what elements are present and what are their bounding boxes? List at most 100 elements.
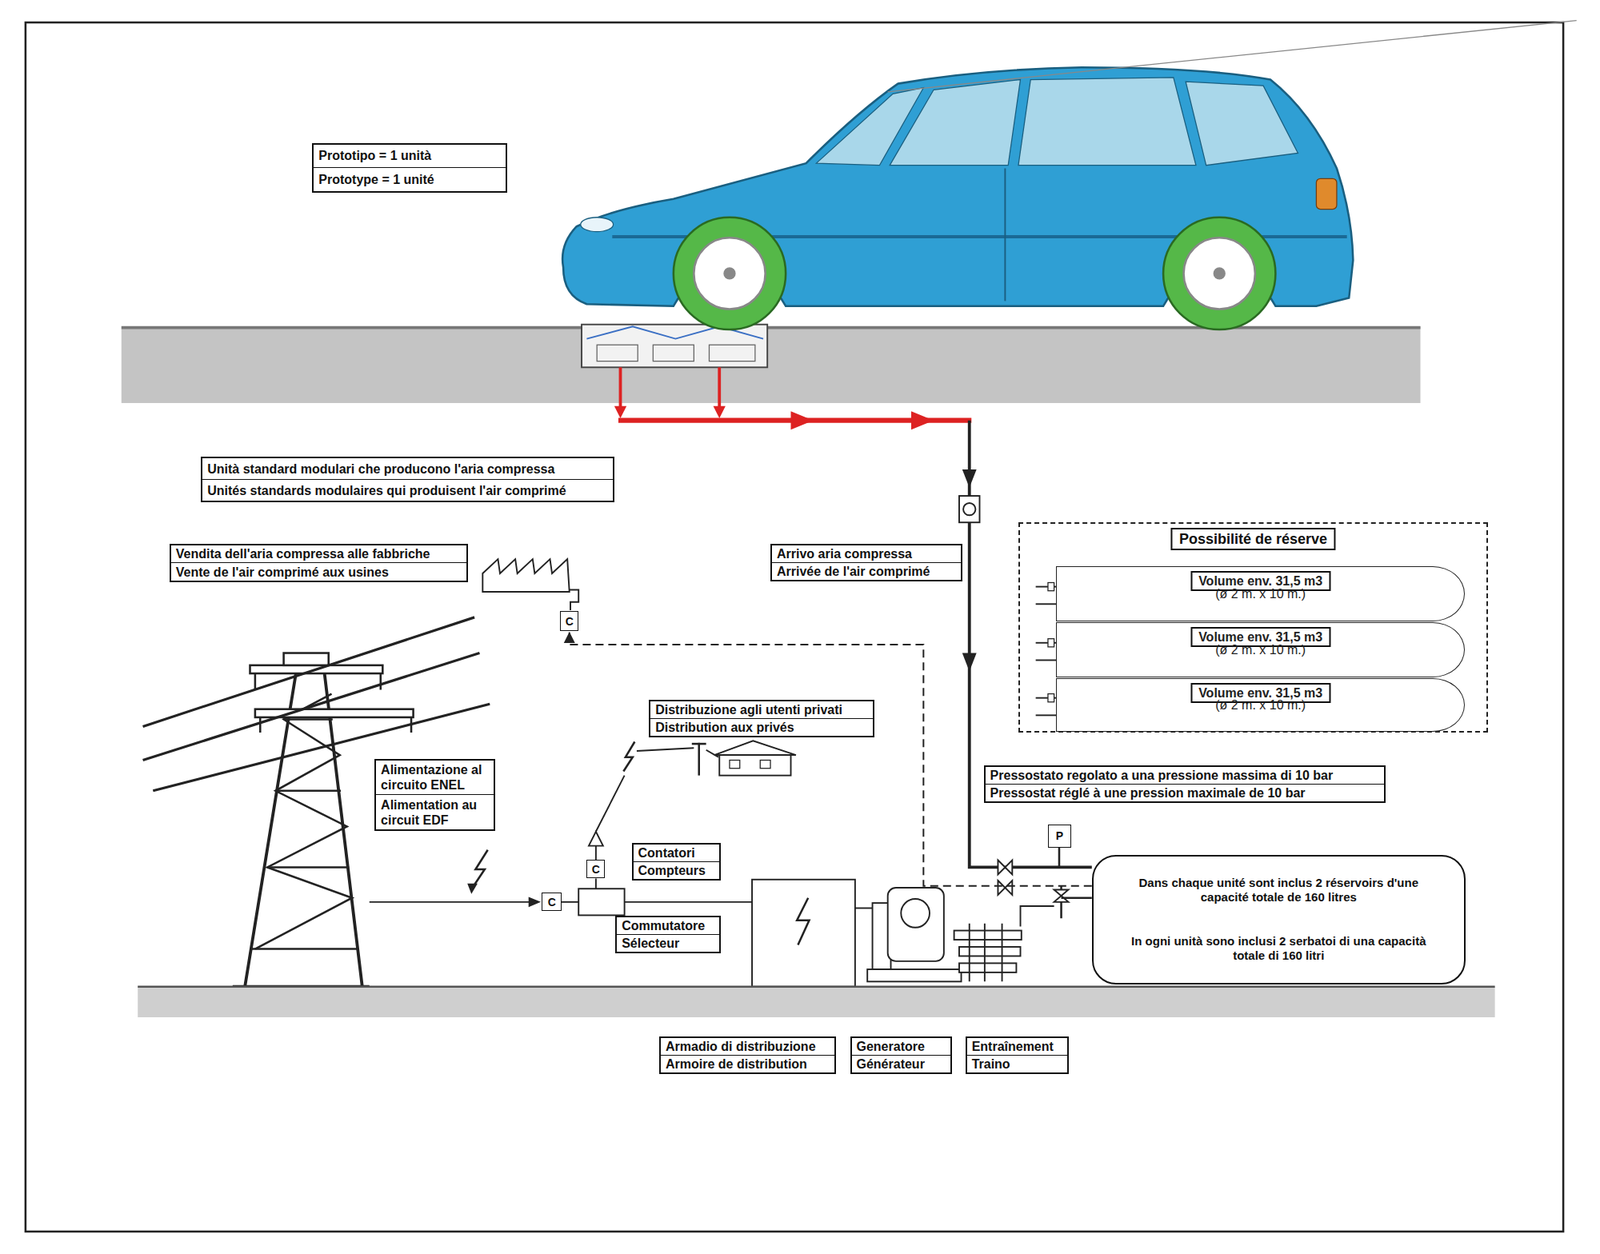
label-text: C <box>565 615 574 628</box>
label-box: Pressostato regolato a una pressione mas… <box>984 765 1386 804</box>
label-box: Alimentazione al circuito ENELAlimentati… <box>374 759 496 832</box>
road-unit <box>596 344 638 361</box>
label-text: Distribuzione agli utenti privati <box>650 701 873 720</box>
power-wiring <box>623 742 635 772</box>
label-box: ContatoriCompteurs <box>632 843 721 881</box>
power-wiring <box>369 901 532 904</box>
meter-box: C <box>586 860 605 879</box>
label-text: Alimentation au circuit EDF <box>376 795 494 830</box>
dashed-connector <box>564 632 1092 887</box>
reserve-valves <box>1036 603 1057 605</box>
power-wiring <box>369 742 752 916</box>
car-illustration <box>562 20 1577 331</box>
label-text: Armadio di distribuzione <box>660 1038 835 1056</box>
pylon <box>251 719 358 949</box>
red-flow-arrow <box>717 367 721 408</box>
road-unit <box>652 344 694 361</box>
label-text: Commutatore <box>616 917 720 936</box>
drive-gears <box>969 924 1003 983</box>
label-box: Distribuzione agli utenti privatiDistrib… <box>648 700 875 738</box>
power-wiring <box>624 901 752 904</box>
ground <box>137 987 1495 1018</box>
generator-motor <box>888 888 944 962</box>
label-text: Pressostato regolato a una pressione mas… <box>985 767 1384 785</box>
house-icon <box>729 760 740 768</box>
region-heading: Possibilité de réserve <box>1171 528 1336 551</box>
label-text: Sélecteur <box>616 935 720 952</box>
pressure-switch: P <box>1048 824 1072 848</box>
air-pipe <box>997 880 1012 896</box>
drive-gears <box>1020 906 1055 928</box>
car-illustration <box>693 237 765 309</box>
label-text: Arrivo aria compressa <box>772 545 961 564</box>
drive-gears <box>959 947 1021 956</box>
cabinet <box>796 898 809 946</box>
connector-line <box>569 632 1092 887</box>
label-text: Prototipo = 1 unità <box>313 144 506 169</box>
air-pipe <box>962 653 977 672</box>
car-illustration <box>1213 267 1226 280</box>
car-illustration <box>673 217 786 330</box>
label-text: (ø 2 m. x 10 m.) <box>1215 642 1306 658</box>
label-text: C <box>592 863 600 876</box>
power-wiring <box>472 850 488 888</box>
pylon <box>284 653 329 666</box>
label-text: Armoire de distribution <box>660 1056 835 1073</box>
factory-icon <box>482 559 569 592</box>
label-text: Contatori <box>633 844 720 863</box>
house-icon <box>760 760 771 768</box>
power-wiring <box>528 896 541 908</box>
generator-motor <box>867 969 961 982</box>
road-unit <box>708 344 755 361</box>
generator-motor <box>867 888 961 982</box>
label-text: Générateur <box>852 1056 951 1073</box>
air-pipe <box>997 860 1012 876</box>
air-pipe <box>962 469 977 488</box>
label-box: GeneratoreGénérateur <box>850 1036 952 1075</box>
pylon <box>143 653 480 761</box>
label-text: P <box>1056 829 1064 843</box>
red-flow-arrow <box>614 406 627 419</box>
drive-gears <box>954 931 1022 940</box>
reserve-valves <box>1036 660 1057 662</box>
label-text: Dans chaque unité sont inclus 2 réservoi… <box>1112 875 1445 906</box>
ground <box>137 987 1495 1018</box>
house-icon <box>692 740 796 776</box>
red-flow-arrow <box>619 367 623 408</box>
power-wiring <box>596 776 625 832</box>
road <box>121 326 1421 404</box>
reserve-valves <box>1036 714 1057 716</box>
reserve-tank: Volume env. 31,5 m3(ø 2 m. x 10 m.) <box>1056 566 1465 622</box>
label-text: Vente de l'air comprimé aux usines <box>171 563 467 581</box>
reserve-region: Possibilité de réserveVolume env. 31,5 m… <box>1018 522 1488 733</box>
cabinet <box>752 880 856 988</box>
house-icon <box>719 755 791 776</box>
red-flow-arrow <box>911 411 934 430</box>
label-text: Vendita dell'aria compressa alle fabbric… <box>171 545 467 564</box>
car-illustration <box>1004 168 1006 302</box>
label-text: Pressostat réglé à une pression maximale… <box>985 784 1384 802</box>
drive-gears <box>954 906 1055 982</box>
label-box: Prototipo = 1 unitàPrototype = 1 unité <box>312 143 508 193</box>
power-wiring <box>578 888 624 916</box>
pylon <box>244 673 363 988</box>
generator-motor <box>900 899 930 928</box>
label-text: Traino <box>967 1056 1068 1073</box>
label-text: Compteurs <box>633 862 720 880</box>
car-illustration <box>1185 81 1298 166</box>
meter-box: C <box>541 892 562 912</box>
label-text: Unità standard modulari che producono l'… <box>202 458 613 480</box>
label-text: Unités standards modulaires qui produise… <box>202 480 613 501</box>
label-box: Arrivo aria compressaArrivée de l'air co… <box>770 544 963 582</box>
red-flow-arrow <box>614 367 972 430</box>
car-illustration <box>1316 178 1337 209</box>
power-wiring <box>561 901 580 904</box>
label-text: Generatore <box>852 1038 951 1056</box>
label-text: Distribution aux privés <box>650 719 873 736</box>
car-illustration <box>723 267 736 280</box>
label-text: C <box>548 896 556 909</box>
label-text: Entraînement <box>967 1038 1068 1056</box>
pylon <box>255 694 352 950</box>
house-icon <box>697 743 700 776</box>
